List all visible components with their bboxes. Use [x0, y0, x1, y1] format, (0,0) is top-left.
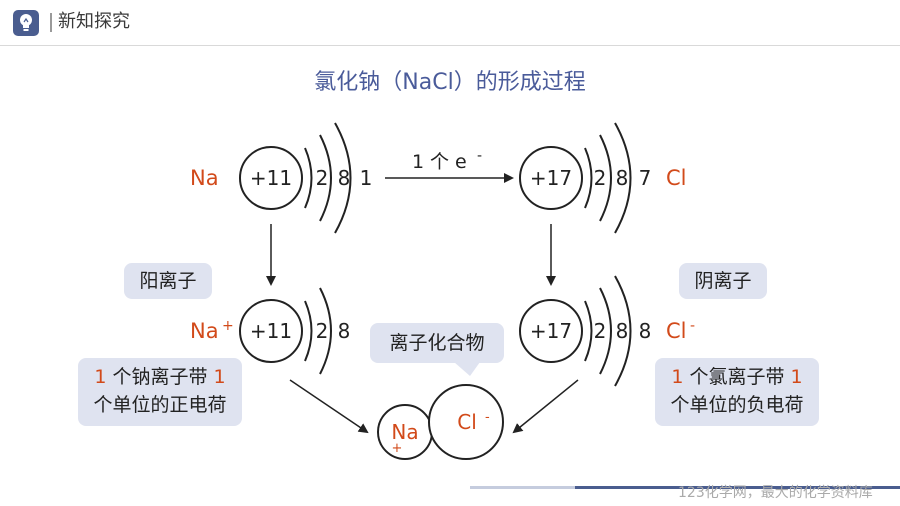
transfer-charge: - — [477, 148, 482, 164]
na-note-num2: 1 — [213, 366, 226, 388]
cl-ion-nucleus-charge: +17 — [530, 319, 572, 343]
watermark: 123化学网，最大的化学资料库 — [678, 485, 873, 501]
transfer-label: 个 e — [430, 151, 467, 173]
cl-atom-shell-2: 8 — [616, 166, 629, 190]
na-atom-shell-2: 8 — [338, 166, 351, 190]
cl-ion-shell-3: 8 — [639, 319, 652, 343]
cl-atom-shell-1: 2 — [594, 166, 607, 190]
cl-ion-shell-2: 8 — [616, 319, 629, 343]
cl-ion-note: 1 个氯离子带 1 个单位的负电荷 — [655, 358, 819, 426]
section-title: 新知探究 — [58, 11, 130, 32]
footer-rule-light — [470, 486, 580, 489]
compound-na-symbol: Na — [391, 420, 418, 444]
cl-note-num2: 1 — [790, 366, 803, 388]
na-ion-note: 1 个钠离子带 1 个单位的正电荷 — [78, 358, 242, 426]
footer-rule-dark — [575, 486, 900, 489]
lightbulb-icon — [13, 10, 39, 36]
na-atom-shell-3: 1 — [360, 166, 373, 190]
na-atom-charge: +11 — [250, 166, 292, 190]
cl-note-text1: 个氯离子带 — [683, 366, 791, 388]
na-ion-nucleus-charge: +11 — [250, 319, 292, 343]
na-note-text2: 个单位的正电荷 — [93, 394, 227, 416]
na-ion-charge: + — [222, 318, 234, 334]
cation-label: 阳离子 — [124, 263, 212, 299]
na-ion-nucleus — [239, 299, 303, 363]
cl-atom-symbol: Cl — [666, 166, 687, 190]
nacl-compound: Na + Cl - — [377, 384, 504, 460]
cl-atom-nucleus — [519, 146, 583, 210]
header-rule — [0, 45, 900, 46]
na-note-text1: 个钠离子带 — [106, 366, 214, 388]
cl-atom: +17 2 8 7 Cl — [519, 122, 687, 234]
compound-cl-ion — [428, 384, 504, 460]
na-atom: Na +11 2 8 1 — [190, 122, 373, 234]
transfer-count: 1 — [412, 151, 424, 173]
cl-ion-note-line1: 1 个氯离子带 1 — [655, 363, 819, 391]
cl-atom-shell-3: 7 — [639, 166, 652, 190]
anion-label: 阴离子 — [679, 263, 767, 299]
electron-transfer: 1 个 e - — [385, 148, 514, 183]
na-ion-note-line1: 1 个钠离子带 1 — [78, 363, 242, 391]
compound-na-charge: + — [392, 441, 403, 456]
cl-to-compound-arrow — [512, 379, 579, 434]
na-atom-nucleus — [239, 146, 303, 210]
na-ion-symbol: Na — [190, 319, 219, 343]
na-ion-shell-1: 2 — [316, 319, 329, 343]
header-divider — [50, 13, 52, 32]
cl-note-num1: 1 — [671, 366, 684, 388]
na-ion-shell-2: 8 — [338, 319, 351, 343]
cl-note-text2: 个单位的负电荷 — [670, 394, 804, 416]
na-to-compound-arrow — [289, 379, 369, 434]
compound-cl-charge: - — [485, 410, 490, 425]
na-ion: Na + +11 2 8 — [190, 287, 351, 375]
cl-atom-charge: +17 — [530, 166, 572, 190]
diagram-title: 氯化钠（NaCl）的形成过程 — [314, 70, 586, 95]
cl-ion-shell-1: 2 — [594, 319, 607, 343]
cl-ion: +17 2 8 8 Cl - — [519, 275, 695, 387]
header: 新知探究 — [0, 0, 900, 46]
na-atom-symbol: Na — [190, 166, 219, 190]
na-note-num1: 1 — [94, 366, 107, 388]
cl-ion-charge: - — [690, 318, 695, 334]
na-atom-shell-1: 2 — [316, 166, 329, 190]
compound-label: 离子化合物 — [370, 323, 504, 363]
compound-cl-symbol: Cl — [457, 410, 477, 434]
cl-ion-symbol: Cl — [666, 319, 687, 343]
cl-ion-nucleus — [519, 299, 583, 363]
